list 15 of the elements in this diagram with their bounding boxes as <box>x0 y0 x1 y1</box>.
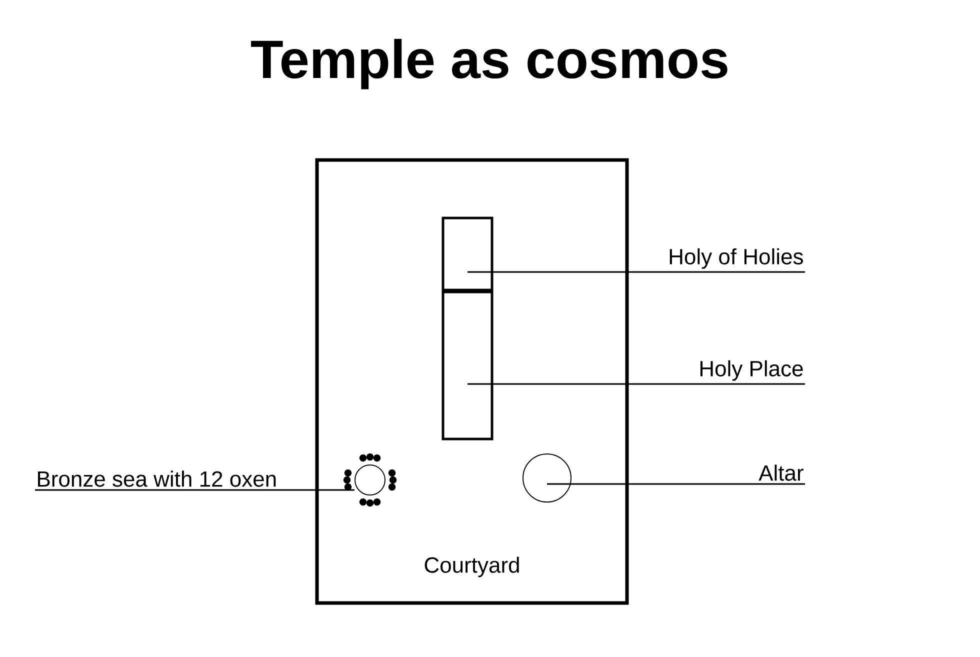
leader-line <box>468 383 805 385</box>
leader-line <box>547 483 805 485</box>
part-label: Holy Place <box>700 360 803 381</box>
bronze-sea-drawing <box>343 453 397 507</box>
courtyard-box <box>315 158 629 605</box>
part-label: Holy of Holies <box>670 248 803 269</box>
leader-line <box>35 489 354 491</box>
sanctuary-box <box>442 216 494 292</box>
title: Temple as cosmos <box>251 38 728 90</box>
area-label: Courtyard <box>424 556 519 578</box>
leader-line <box>468 271 805 273</box>
part-label: Bronze sea with 12 oxen <box>38 470 276 487</box>
part-label: Altar <box>758 464 804 481</box>
sanctuary-box <box>442 290 494 440</box>
altar-circle <box>522 454 572 502</box>
